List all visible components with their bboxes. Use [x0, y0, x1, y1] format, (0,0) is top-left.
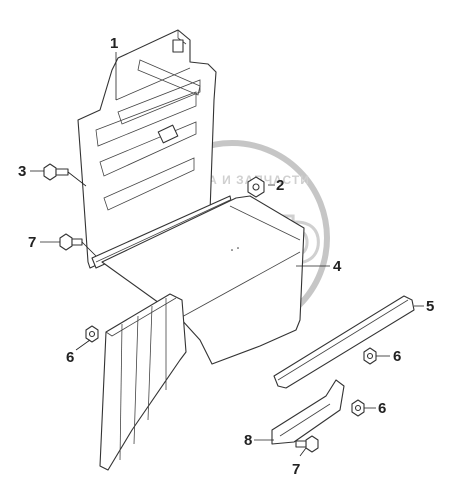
- part-4-center-panel: [101, 195, 305, 365]
- callout-1: 1: [110, 35, 118, 52]
- nut-6c: [351, 399, 365, 417]
- fasteners: [43, 163, 377, 453]
- part-5-bracket: [273, 295, 415, 389]
- nut-2: [247, 176, 265, 198]
- callout-8: 8: [244, 432, 252, 449]
- callout-3: 3: [18, 163, 26, 180]
- callout-7-left: 7: [28, 234, 36, 251]
- callout-5: 5: [426, 298, 434, 315]
- upper-stud: [172, 39, 184, 53]
- callout-4: 4: [333, 258, 342, 275]
- left-mudflap: [99, 293, 187, 471]
- panel-clip: [157, 124, 179, 144]
- bolt-3: [43, 163, 69, 181]
- callout-6-left: 6: [66, 349, 74, 366]
- leader-lines: [30, 52, 424, 457]
- callout-7-bottom: 7: [292, 461, 300, 478]
- callout-6-lower: 6: [378, 400, 386, 417]
- nut-6b: [363, 347, 377, 365]
- part-8-strip: [271, 379, 345, 445]
- nut-6a: [85, 325, 99, 343]
- callout-2: 2: [276, 177, 284, 194]
- part-1-upper-panel: [77, 29, 217, 269]
- callout-6-right: 6: [393, 348, 401, 365]
- bolt-7a: [59, 233, 83, 251]
